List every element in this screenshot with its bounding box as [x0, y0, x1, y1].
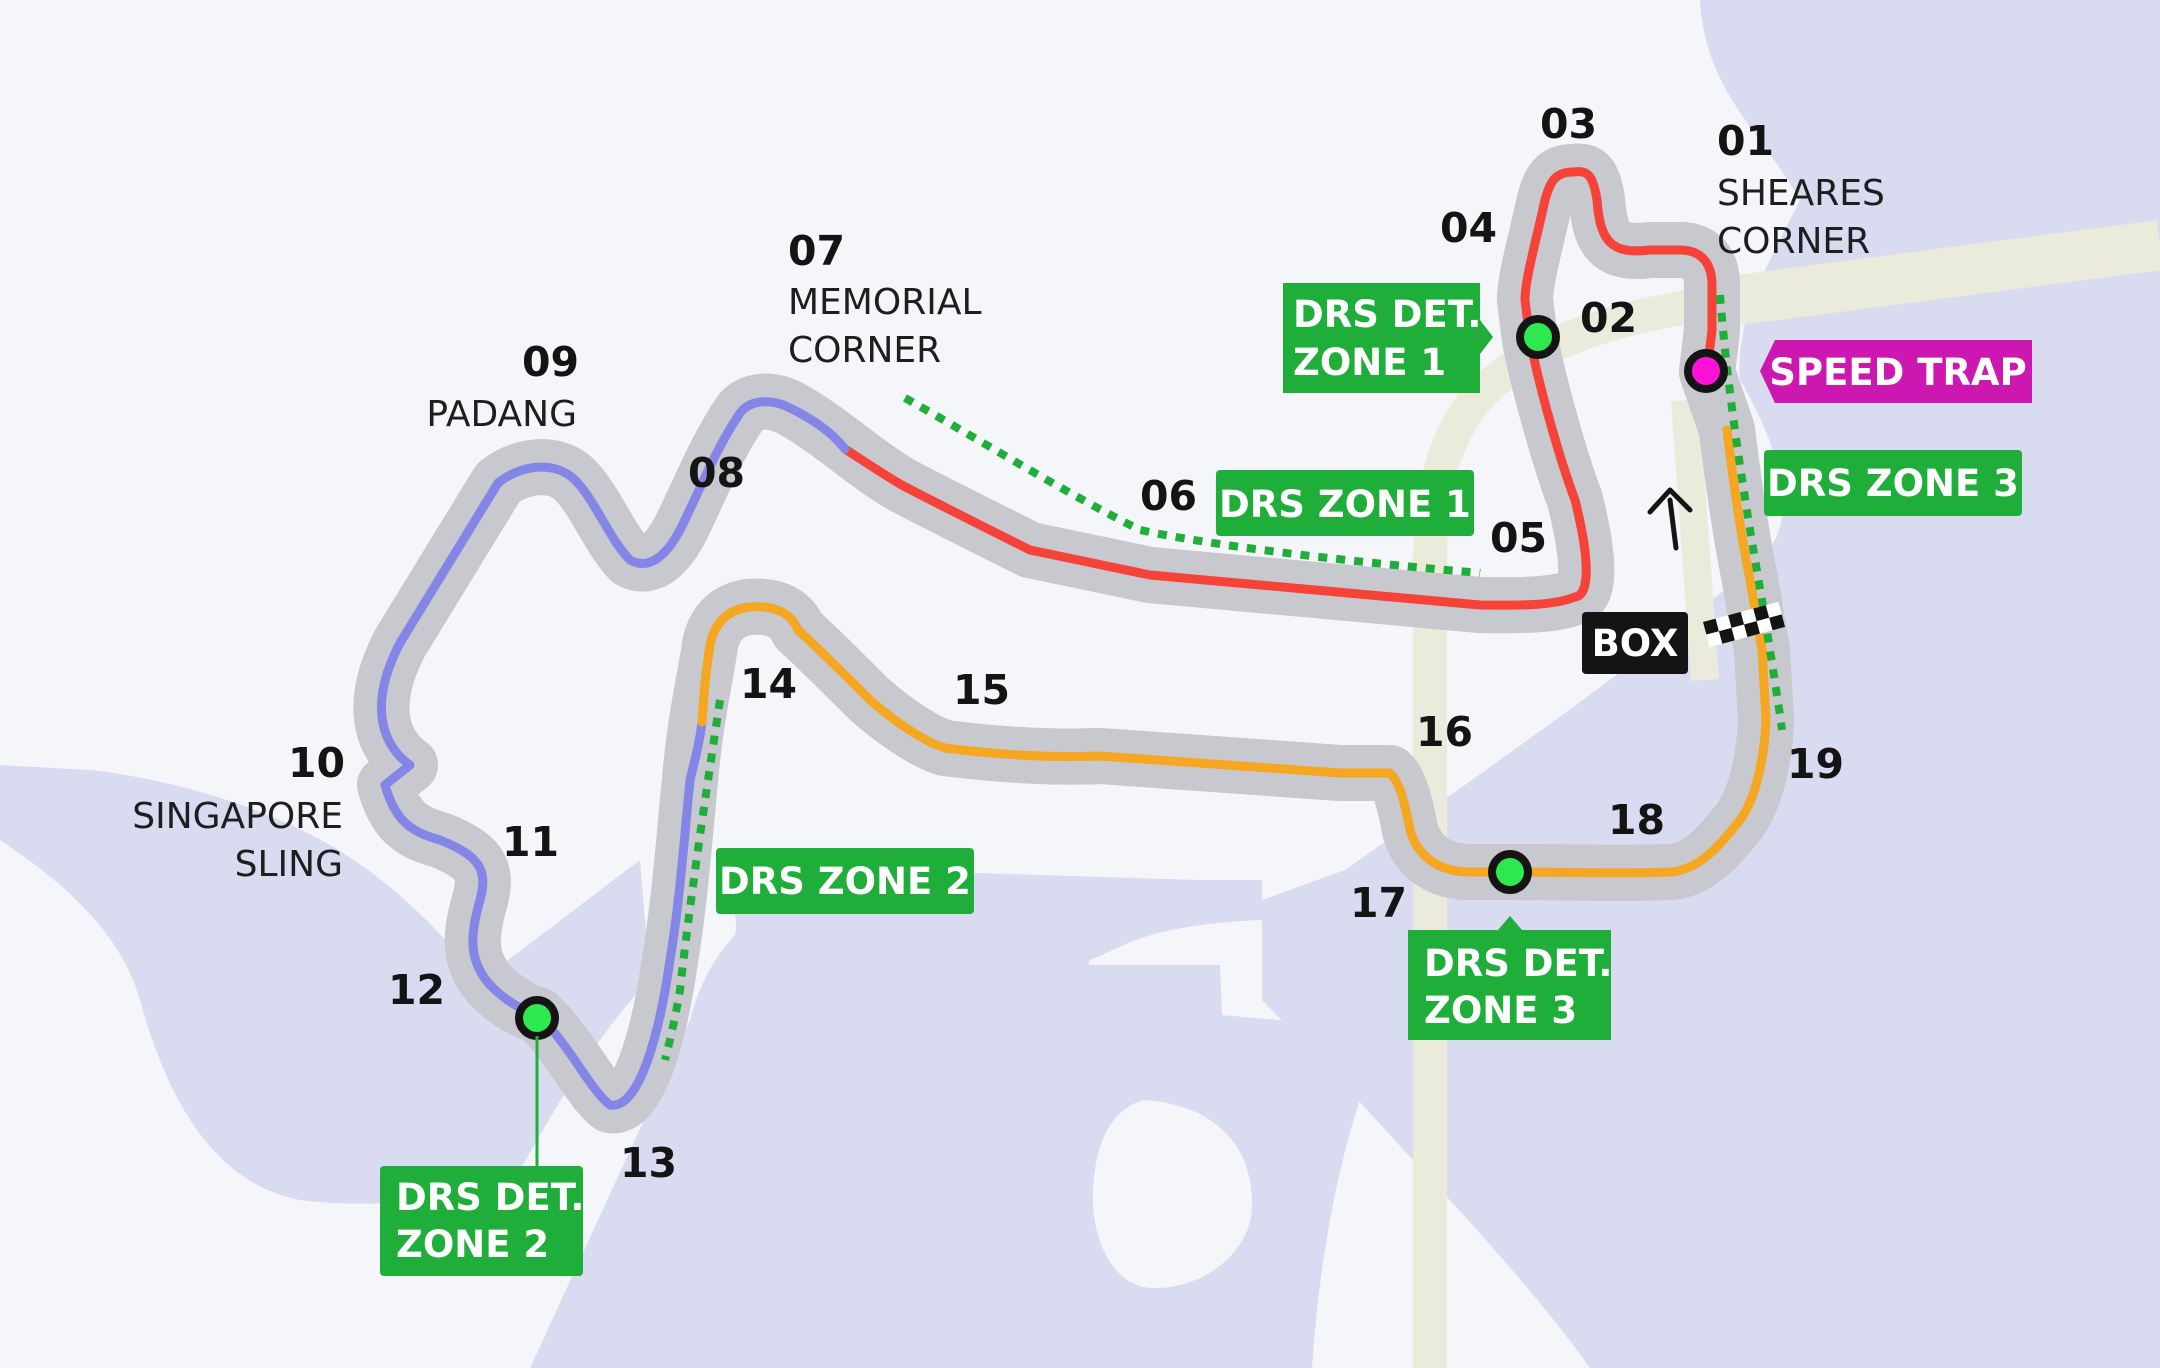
drs-zone-3-badge: [1764, 450, 2022, 516]
drs-detection-3-label-line2: ZONE 3: [1424, 989, 1577, 1032]
sector-3: [697, 425, 1771, 878]
drs-zone-3-line: [1716, 294, 1786, 731]
turn-name: SHEARES: [1717, 173, 1885, 214]
pit-box-label: BOX: [1592, 622, 1679, 665]
pit-box-badge: [1582, 612, 1688, 674]
turn-number: 08: [688, 449, 745, 497]
turn-number: 16: [1416, 708, 1473, 756]
turn-name: PADANG: [426, 394, 577, 435]
drs-zone-2-label: DRS ZONE 2: [719, 860, 971, 903]
drs-detection-1-marker: [1516, 315, 1560, 359]
drs-detection-2-label-line2: ZONE 2: [396, 1223, 549, 1266]
speed-trap-marker: [1684, 349, 1728, 393]
drs-detection-labels: DRS DET. ZONE 1 DRS DET. ZONE 2 DRS DET.…: [380, 283, 1612, 1276]
drs-zone-3-label: DRS ZONE 3: [1767, 462, 2019, 505]
turn-number: 05: [1490, 514, 1547, 562]
sector-2: [377, 397, 850, 1110]
drs-detection-3-marker: [1488, 850, 1532, 894]
turn-number: 09: [522, 338, 579, 386]
drs-detection-2-label-line1: DRS DET.: [396, 1176, 584, 1219]
speed-trap-label: SPEED TRAP: [1769, 351, 2026, 394]
bay-inner: [1092, 1100, 1253, 1289]
turn-number: 07: [788, 227, 845, 275]
drs-zone-2-line: [661, 699, 724, 1061]
turn-name: CORNER: [1717, 221, 1870, 262]
turn-name: SLING: [235, 844, 343, 885]
turn-number: 06: [1140, 472, 1197, 520]
drs-detection-2-marker: [515, 996, 559, 1040]
road-east-coast: [1696, 220, 2160, 330]
turn-number: 04: [1440, 204, 1497, 252]
sectors: [377, 167, 1771, 1110]
singapore-river: [0, 765, 650, 1204]
drs-zone-labels: DRS ZONE 1 DRS ZONE 2 DRS ZONE 3: [716, 450, 2022, 914]
turn-number: 13: [620, 1139, 677, 1187]
drs-lines: [661, 294, 1786, 1061]
turn-number: 15: [953, 666, 1010, 714]
turn-name: CORNER: [788, 330, 941, 371]
turn-number: 03: [1540, 100, 1597, 148]
turn-number: 18: [1608, 796, 1665, 844]
direction-arrow-icon: [1647, 487, 1693, 551]
start-finish-line: [1703, 601, 1786, 648]
turn-number: 01: [1717, 117, 1774, 165]
turn-name: SINGAPORE: [132, 796, 343, 837]
drs-detection-1-label-line1: DRS DET.: [1293, 293, 1481, 336]
markers: [515, 315, 1728, 1040]
turn-number: 19: [1787, 740, 1844, 788]
turn-number: 14: [740, 660, 797, 708]
turn-number: 11: [502, 818, 559, 866]
turn-names: SHEARES CORNER MEMORIAL CORNER PADANG SI…: [132, 173, 1885, 885]
drs-zone-1-line: [903, 394, 1481, 577]
drs-zone-2-badge: [716, 848, 974, 914]
drs-detection-1-label-line2: ZONE 1: [1293, 341, 1446, 384]
turn-number: 12: [388, 966, 445, 1014]
drs-zone-1-label: DRS ZONE 1: [1219, 483, 1471, 526]
turn-number: 10: [288, 739, 345, 787]
drs-detection-3-badge: [1408, 916, 1611, 1040]
turn-number: 17: [1350, 879, 1407, 927]
turn-numbers: 01 02 03 04 05 06 07 08 09 10 11 12 13 1…: [288, 100, 1844, 1187]
road-pit: [1671, 399, 1719, 681]
drs-detection-3-label-line1: DRS DET.: [1424, 942, 1612, 985]
drs-zone-1-badge: [1216, 470, 1474, 536]
sector-1: [840, 167, 1717, 610]
turn-number: 02: [1580, 294, 1637, 342]
drs-detection-1-badge: [1283, 283, 1493, 393]
drs-detection-2-badge: [380, 1166, 583, 1276]
speed-trap-badge: [1760, 340, 2032, 403]
turn-name: MEMORIAL: [788, 282, 982, 323]
